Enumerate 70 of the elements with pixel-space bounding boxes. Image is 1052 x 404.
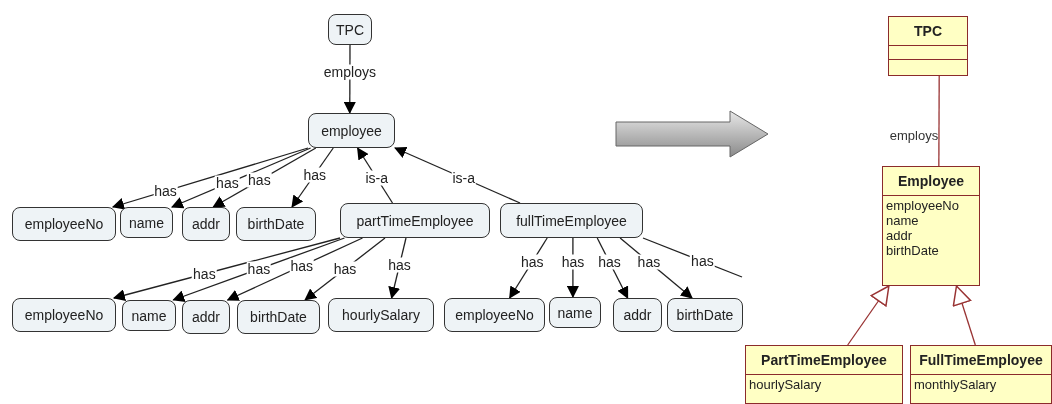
concept-label: TPC xyxy=(336,21,364,38)
arrow xyxy=(112,237,341,301)
arrow xyxy=(111,147,309,210)
arrow xyxy=(952,285,976,346)
concept-box xyxy=(12,207,116,241)
concept-box xyxy=(328,14,372,45)
attribute-name: employeeNo xyxy=(886,198,960,213)
class-box xyxy=(882,166,980,286)
arrow xyxy=(847,285,890,346)
concept-label: addr xyxy=(192,309,220,325)
edge-label: has xyxy=(387,257,412,273)
concept-label: birthDate xyxy=(250,309,307,325)
concept-label: name xyxy=(129,214,164,231)
attribute-name: birthDate xyxy=(886,243,940,258)
concept-label: employeeNo xyxy=(24,216,104,232)
edge-label: employs xyxy=(322,64,377,80)
concept-box xyxy=(444,298,545,332)
concept-box xyxy=(236,207,316,241)
concept-label: name xyxy=(557,304,593,321)
concept-label: hourlySalary xyxy=(342,307,420,323)
concept-box xyxy=(12,298,116,332)
concept-box xyxy=(613,298,662,332)
concept-label: addr xyxy=(623,307,652,323)
edge-label: is-a xyxy=(364,170,390,186)
concept-label: birthDate xyxy=(676,307,734,323)
edge-label: has xyxy=(215,175,240,191)
edge-label: has xyxy=(690,253,715,269)
edge-label: has xyxy=(153,183,178,199)
concept-label: employee xyxy=(321,122,382,139)
concept-box xyxy=(308,113,395,148)
attribute-name: monthlySalary xyxy=(914,377,998,392)
class-box xyxy=(745,345,903,404)
concept-box xyxy=(500,203,643,238)
class-name: FullTimeEmployee xyxy=(918,351,1044,370)
edge-label: has xyxy=(192,266,217,282)
concept-box xyxy=(120,207,173,238)
concept-box xyxy=(667,298,743,332)
edge-label: employs xyxy=(888,127,940,142)
concept-box xyxy=(328,298,434,332)
concept-label: employeeNo xyxy=(455,307,534,323)
concept-box xyxy=(340,203,490,238)
edge-label: has xyxy=(519,254,545,270)
concept-label: name xyxy=(131,307,167,324)
attribute-name: addr xyxy=(886,228,914,243)
edge-label: has xyxy=(302,167,327,183)
edge-label: has xyxy=(332,261,358,277)
concept-box xyxy=(122,300,176,331)
concept-box xyxy=(182,300,230,334)
concept-box xyxy=(549,297,601,328)
edge-label: is-a xyxy=(451,170,477,186)
class-box xyxy=(888,16,968,76)
class-name: PartTimeEmployee xyxy=(760,351,888,370)
concept-label: birthDate xyxy=(247,216,305,232)
edge-label: has xyxy=(247,172,272,188)
concept-label: addr xyxy=(192,216,220,232)
class-box xyxy=(910,345,1052,404)
edge-label: has xyxy=(636,254,662,270)
edge-label: has xyxy=(289,258,315,274)
edge-label: has xyxy=(246,261,272,277)
concept-label: fullTimeEmployee xyxy=(516,212,627,229)
edge-label: has xyxy=(560,254,586,270)
concept-box xyxy=(182,207,230,241)
attribute-name: hourlySalary xyxy=(749,377,823,392)
class-name: Employee xyxy=(896,172,966,191)
class-name: TPC xyxy=(913,22,943,41)
concept-label: partTimeEmployee xyxy=(356,212,474,229)
concept-label: employeeNo xyxy=(24,307,104,323)
concept-box xyxy=(237,300,320,334)
attribute-name: name xyxy=(886,213,920,228)
edge-label: has xyxy=(597,254,622,270)
